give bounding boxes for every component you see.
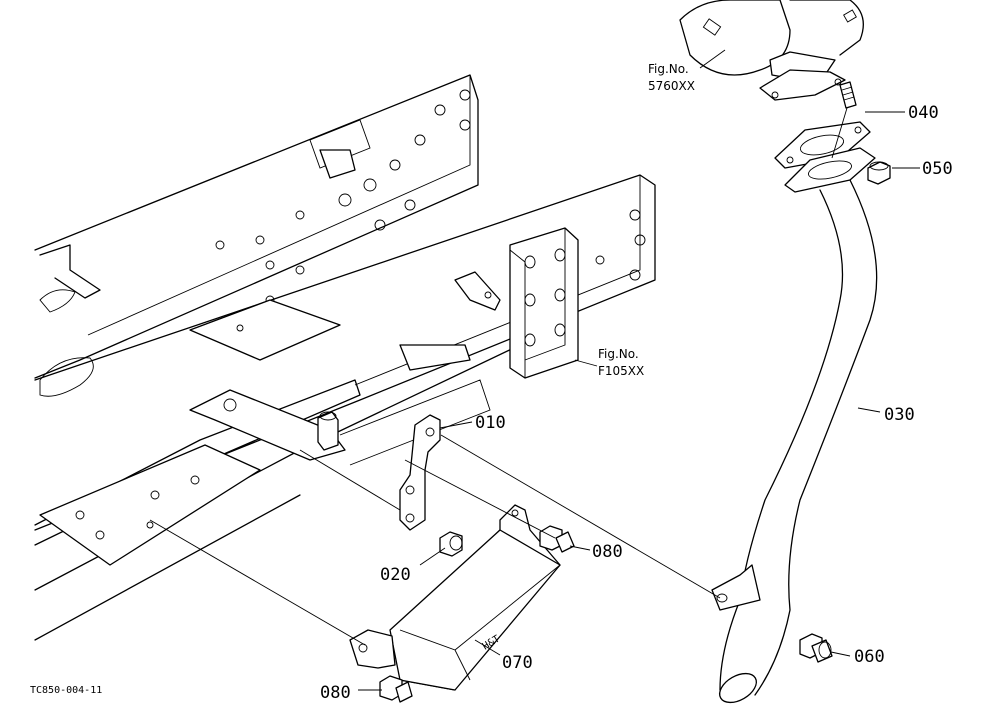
fig-ref-engine: Fig.No. 5760XX <box>648 62 695 93</box>
engine-turbo-outlet <box>679 0 864 109</box>
fig-ref-frame-line1: Fig.No. <box>598 347 639 361</box>
bolt-080-upper <box>539 525 575 553</box>
label-050: 050 <box>922 159 953 179</box>
exhaust-pipe-030 <box>711 147 878 704</box>
label-070: 070 <box>502 653 533 673</box>
frame-end-plate <box>509 227 579 379</box>
fig-ref-engine-line1: Fig.No. <box>648 62 689 76</box>
leader-lines <box>149 49 920 691</box>
gasket-040 <box>774 121 871 169</box>
bolt-080-lower <box>379 675 413 703</box>
diagram-code: TC850-004-11 <box>30 685 102 696</box>
nut-050 <box>867 161 891 185</box>
label-010: 010 <box>475 413 506 433</box>
fig-ref-frame-line2: F105XX <box>598 364 644 378</box>
fig-ref-frame: Fig.No. F105XX <box>598 347 644 378</box>
bracket-010 <box>399 414 441 531</box>
fig-ref-engine-line2: 5760XX <box>648 79 695 93</box>
bolt-020 <box>439 531 463 557</box>
label-060: 060 <box>854 647 885 667</box>
label-030: 030 <box>884 405 915 425</box>
label-080-upper: 080 <box>592 542 623 562</box>
label-080-lower: 080 <box>320 683 351 703</box>
bolt-060 <box>799 633 833 663</box>
label-040: 040 <box>908 103 939 123</box>
label-020: 020 <box>380 565 411 585</box>
heat-cover-070: H&T <box>349 504 561 691</box>
